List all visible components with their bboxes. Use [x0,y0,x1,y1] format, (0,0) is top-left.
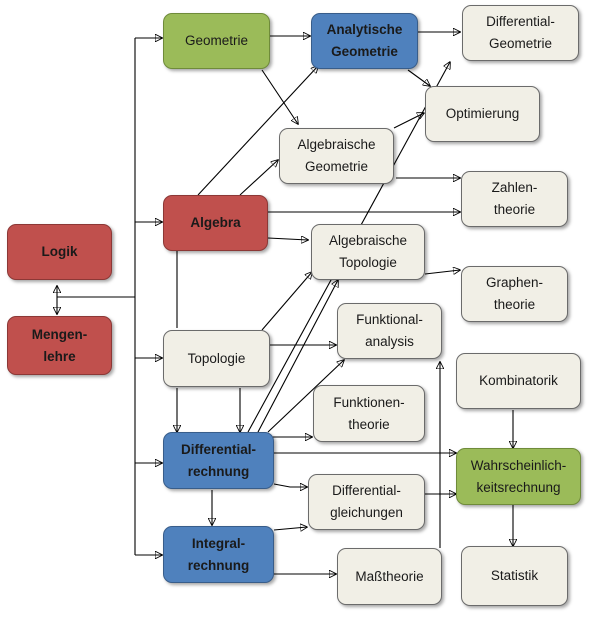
edge-algebra-algtop [267,238,308,240]
node-algebraische-geometrie: Algebraische Geometrie [279,128,394,184]
edge-alggeo-optimierung [393,113,424,129]
edge-geo-alggeo [261,69,298,124]
node-masstheorie: Maßtheorie [337,548,442,605]
node-differentialgleichungen: Differential- gleichungen [308,474,425,530]
node-logik: Logik [7,224,112,280]
edge-diffrech-funktional [267,360,344,433]
node-kombinatorik: Kombinatorik [456,353,581,409]
node-algebraische-topologie: Algebraische Topologie [311,224,425,280]
edge-integral-diffgl [273,527,307,530]
node-geometrie: Geometrie [163,13,270,69]
node-topologie: Topologie [163,330,270,387]
node-statistik: Statistik [461,546,568,606]
edge-topo-algtop [261,272,312,331]
node-analytische-geometrie: Analytische Geometrie [311,13,418,69]
node-algebra: Algebra [163,195,268,251]
edge-diffrech-diffgl [273,484,307,487]
edge-algebra-alggeo [239,160,278,196]
node-graphentheorie: Graphen- theorie [461,266,568,322]
node-wahrscheinlichkeitsrechnung: Wahrscheinlich- keitsrechnung [456,448,581,505]
edge-anageo-optimierung [407,69,430,86]
edge-diffrech-algtop [257,280,338,433]
node-integralrechnung: Integral- rechnung [163,526,274,583]
edge-algtop-graphentheorie [424,270,460,274]
node-optimierung: Optimierung [425,86,540,142]
node-funktionentheorie: Funktionen- theorie [313,385,425,442]
edge-algebra-anageo [197,66,318,196]
node-differentialrechnung: Differential- rechnung [163,432,274,489]
node-mengenlehre: Mengen- lehre [7,316,112,375]
node-funktionalanalysis: Funktional- analysis [337,303,442,359]
node-zahlentheorie: Zahlen- theorie [461,171,568,227]
node-differential-geometrie: Differential- Geometrie [462,5,579,61]
